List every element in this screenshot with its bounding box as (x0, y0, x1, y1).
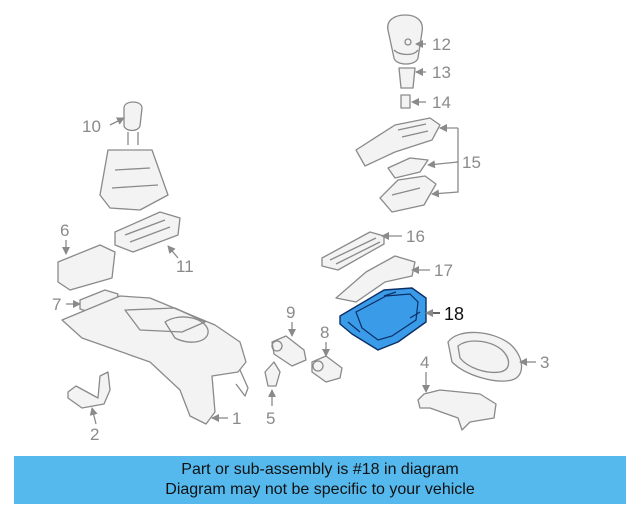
callout-17: 17 (434, 261, 453, 280)
part-14-clip (400, 94, 411, 109)
part-10-knob (123, 101, 143, 145)
callout-15: 15 (462, 153, 481, 172)
callout-3: 3 (540, 353, 549, 372)
part-2-bracket (67, 371, 111, 409)
part-9-lighter (271, 335, 307, 367)
leader-15 (456, 128, 459, 163)
callout-9: 9 (286, 303, 295, 322)
part-3-bezel (447, 331, 523, 382)
parts-diagram: 12 13 14 15 10 6 11 7 1 2 9 8 5 16 17 3 … (52, 14, 549, 444)
banner-line-2: Diagram may not be specific to your vehi… (165, 481, 475, 498)
callout-12: 12 (432, 35, 451, 54)
part-6-cover (57, 244, 116, 291)
part-11-tray (114, 211, 181, 253)
part-6-shift-boot (99, 149, 169, 211)
callout-4: 4 (420, 353, 429, 372)
leader-15c (431, 162, 459, 198)
callout-13: 13 (432, 63, 451, 82)
part-15-indicator-assembly (355, 117, 441, 213)
callout-5: 5 (266, 409, 275, 428)
info-banner: Part or sub-assembly is #18 in diagram D… (14, 456, 626, 504)
callout-18: 18 (444, 304, 464, 324)
part-1-center-console (61, 295, 249, 425)
part-8-socket (311, 355, 343, 383)
part-16-trim-plate (321, 231, 385, 271)
part-12-shift-knob (387, 14, 424, 65)
part-5-clip (264, 361, 281, 387)
leader-10 (109, 117, 125, 126)
callout-6: 6 (60, 221, 69, 240)
banner-line-1: Part or sub-assembly is #18 in diagram (181, 461, 459, 478)
callout-2: 2 (90, 425, 99, 444)
part-13-knob-stem (398, 67, 416, 89)
leader-2 (89, 407, 98, 425)
callout-8: 8 (320, 323, 329, 342)
callout-7: 7 (52, 295, 61, 314)
callout-1: 1 (232, 409, 241, 428)
callout-10: 10 (82, 117, 101, 136)
part-4-handle (417, 389, 497, 431)
callout-16: 16 (406, 227, 425, 246)
part-18-highlighted-tray[interactable] (339, 287, 427, 351)
leader-11 (167, 245, 179, 259)
callout-14: 14 (432, 93, 451, 112)
leader-15b (427, 160, 459, 169)
callout-11: 11 (176, 257, 194, 276)
